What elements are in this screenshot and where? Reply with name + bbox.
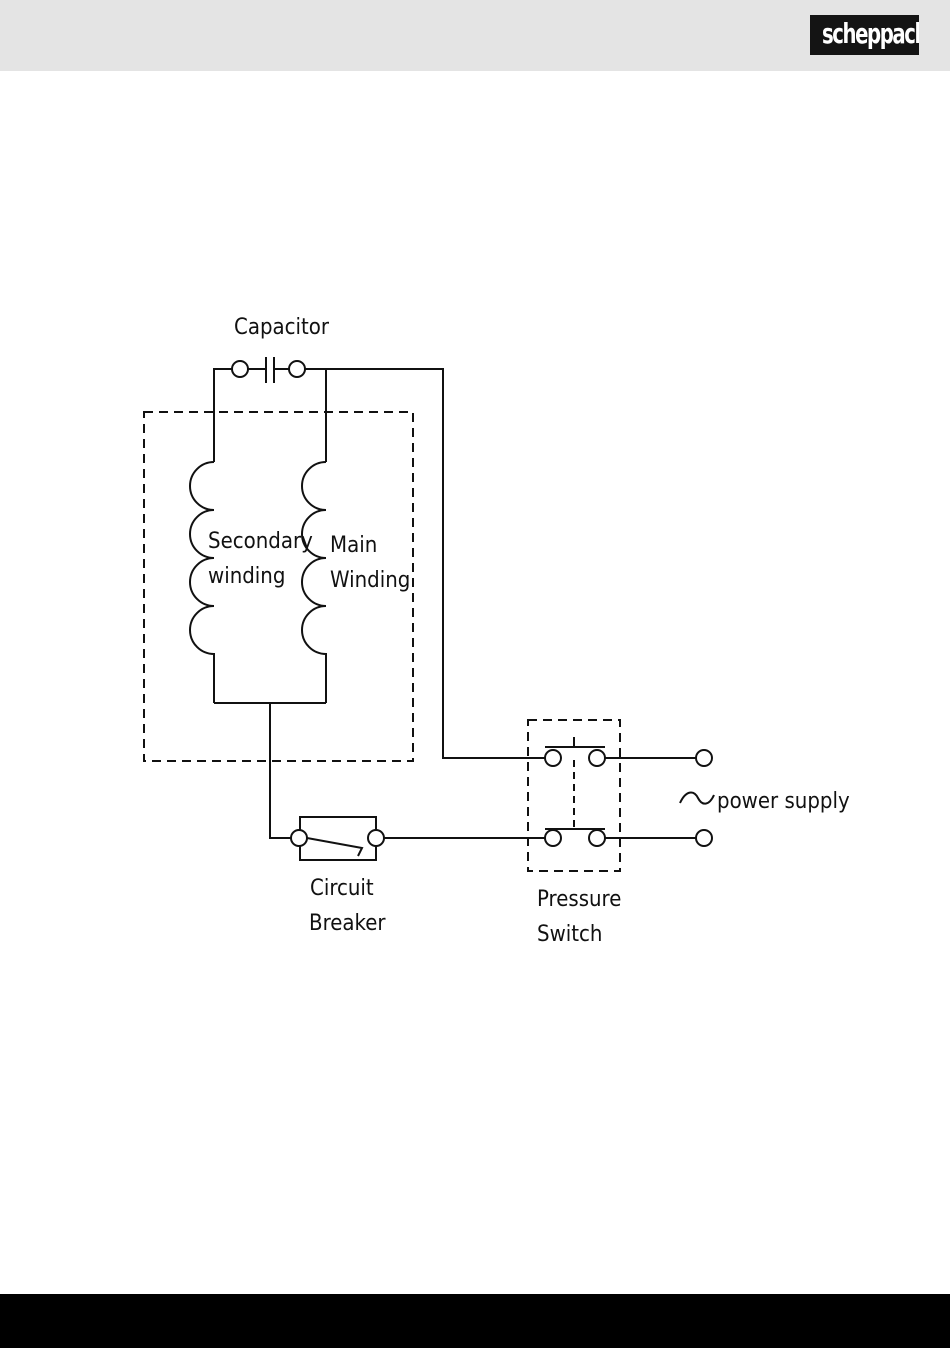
switch-terminal-top-left xyxy=(545,750,561,766)
capacitor-terminal-right xyxy=(289,361,305,377)
switch-terminal-bottom-right xyxy=(589,830,605,846)
power-supply-label: power supply xyxy=(717,789,850,814)
main-winding-coil xyxy=(302,462,326,703)
switch-terminal-bottom-left xyxy=(545,830,561,846)
pressure-switch-label-1: Pressure xyxy=(537,887,621,912)
switch-terminal-top-right xyxy=(589,750,605,766)
capacitor-label: Capacitor xyxy=(234,315,330,340)
supply-terminal-top xyxy=(696,750,712,766)
wire-capacitor-to-switch xyxy=(305,369,545,758)
circuit-breaker-contact xyxy=(307,838,362,856)
secondary-winding-label-1: Secondary xyxy=(208,529,313,554)
ac-symbol-icon xyxy=(680,793,714,804)
supply-terminal-bottom xyxy=(696,830,712,846)
wire-common-to-breaker xyxy=(270,703,291,838)
pressure-switch-label-2: Switch xyxy=(537,922,602,947)
circuit-breaker-label-1: Circuit xyxy=(310,876,374,901)
capacitor-terminal-left xyxy=(232,361,248,377)
main-winding-label-2: Winding xyxy=(330,568,410,593)
circuit-breaker-label-2: Breaker xyxy=(309,911,386,936)
wire-secondary-to-capacitor xyxy=(214,369,232,462)
breaker-terminal-right xyxy=(368,830,384,846)
breaker-terminal-left xyxy=(291,830,307,846)
main-winding-label-1: Main xyxy=(330,533,377,558)
secondary-winding-label-2: winding xyxy=(208,564,285,589)
page-footer xyxy=(0,1294,950,1348)
